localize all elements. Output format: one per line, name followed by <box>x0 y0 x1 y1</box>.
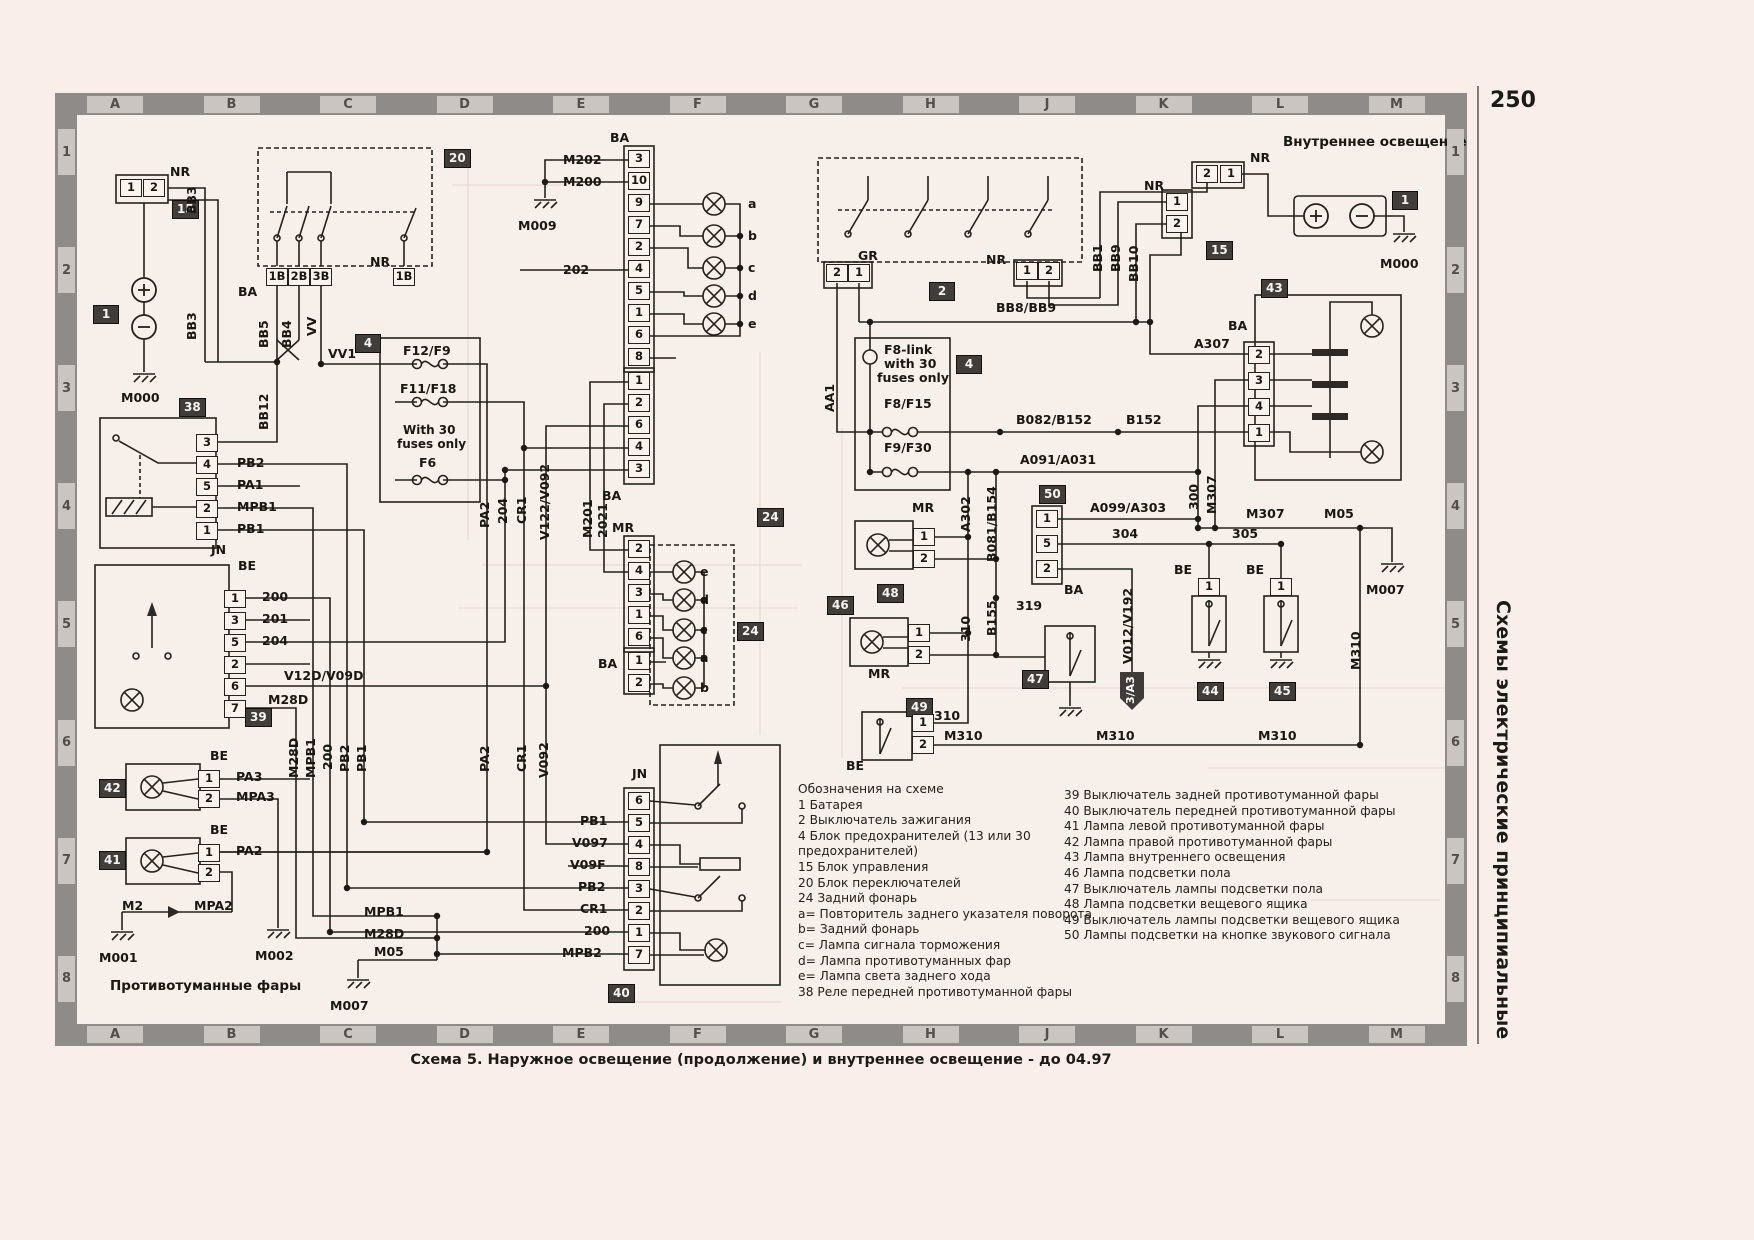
legend-item: 50 Лампы подсветки на кнопке звукового с… <box>1064 928 1391 943</box>
grid-letter-bottom: L <box>1252 1026 1308 1043</box>
grid-letter-bottom: A <box>87 1026 143 1043</box>
grid-letter-bottom: D <box>436 1026 493 1043</box>
grid-letter-top: A <box>87 96 143 113</box>
page-number: 250 <box>1490 88 1536 113</box>
legend-item: 48 Лампа подсветки вещевого ящика <box>1064 897 1308 912</box>
legend-item: 4 Блок предохранителей (13 или 30 <box>798 828 1031 843</box>
legend-item: 40 Выключатель передней противотуманной … <box>1064 803 1396 818</box>
legend-item: 46 Лампа подсветки пола <box>1064 865 1231 880</box>
legend-item: 43 Лампа внутреннего освещения <box>1064 850 1286 865</box>
grid-number-right: 8 <box>1447 955 1464 1002</box>
grid-letter-top: M <box>1368 96 1425 113</box>
legend-item: 1 Батарея <box>798 797 863 812</box>
grid-letter-bottom: E <box>553 1026 609 1043</box>
legend-item: 42 Лампа правой противотуманной фары <box>1064 834 1333 849</box>
legend-item: 49 Выключатель лампы подсветки вещевого … <box>1064 912 1400 927</box>
legend-item: 24 Задний фонарь <box>798 891 918 906</box>
legend-item: 20 Блок переключателей <box>798 875 961 890</box>
legend-item: b= Задний фонарь <box>798 922 920 937</box>
grid-letter-top: E <box>553 96 609 113</box>
legend-item: 39 Выключатель задней противотуманной фа… <box>1064 788 1379 802</box>
grid-letter-top: L <box>1252 96 1308 113</box>
grid-letter-bottom: G <box>786 1026 842 1043</box>
legend-item: предохранителей) <box>798 844 918 859</box>
grid-number-right: 3 <box>1447 365 1464 412</box>
grid-letter-top: B <box>203 96 260 113</box>
grid-number-left: 6 <box>58 719 75 766</box>
grid-number-right: 7 <box>1447 837 1464 884</box>
grid-letter-bottom: M <box>1368 1026 1425 1043</box>
grid-letter-bottom: H <box>902 1026 959 1043</box>
grid-letter-bottom: F <box>669 1026 726 1043</box>
diagram-frame <box>55 93 1467 1046</box>
grid-letter-bottom: K <box>1135 1026 1192 1043</box>
figure-caption: Схема 5. Наружное освещение (продолжение… <box>410 1052 1112 1068</box>
grid-number-left: 2 <box>58 247 75 294</box>
grid-letter-bottom: C <box>320 1026 376 1043</box>
grid-letter-top: H <box>902 96 959 113</box>
grid-letter-top: K <box>1135 96 1192 113</box>
legend-item: e= Лампа света заднего хода <box>798 969 991 984</box>
legend-item: 15 Блок управления <box>798 859 929 874</box>
legend-item: d= Лампа противотуманных фар <box>798 953 1012 968</box>
grid-letter-top: J <box>1019 96 1075 113</box>
grid-number-left: 1 <box>58 129 75 175</box>
grid-number-left: 3 <box>58 365 75 412</box>
grid-letter-top: F <box>669 96 726 113</box>
legend-item: 2 Выключатель зажигания <box>798 813 972 828</box>
legend-title: Обозначения на схеме <box>798 782 944 796</box>
grid-number-left: 4 <box>58 483 75 530</box>
grid-number-right: 1 <box>1447 129 1464 175</box>
grid-letter-top: G <box>786 96 842 113</box>
legend-item: c= Лампа сигнала торможения <box>798 937 1001 952</box>
grid-number-right: 5 <box>1447 601 1464 648</box>
legend-item: 41 Лампа левой противотуманной фары <box>1064 819 1325 834</box>
margin-divider <box>1477 86 1479 1044</box>
legend-right-column: 39 Выключатель задней противотуманной фа… <box>1064 788 1400 944</box>
grid-number-left: 5 <box>58 601 75 648</box>
grid-number-right: 4 <box>1447 483 1464 530</box>
legend-item: 38 Реле передней противотуманной фары <box>798 984 1073 999</box>
grid-letter-top: D <box>436 96 493 113</box>
grid-letter-top: C <box>320 96 376 113</box>
grid-letter-bottom: B <box>203 1026 260 1043</box>
grid-number-left: 7 <box>58 837 75 884</box>
grid-number-right: 2 <box>1447 247 1464 294</box>
chapter-side-title: Схемы электрические принципиальные <box>1492 600 1514 1040</box>
grid-letter-bottom: J <box>1019 1026 1075 1043</box>
grid-number-right: 6 <box>1447 719 1464 766</box>
legend-item: 47 Выключатель лампы подсветки пола <box>1064 881 1323 896</box>
grid-number-left: 8 <box>58 955 75 1002</box>
legend-item: a= Повторитель заднего указателя поворот… <box>798 906 1092 921</box>
